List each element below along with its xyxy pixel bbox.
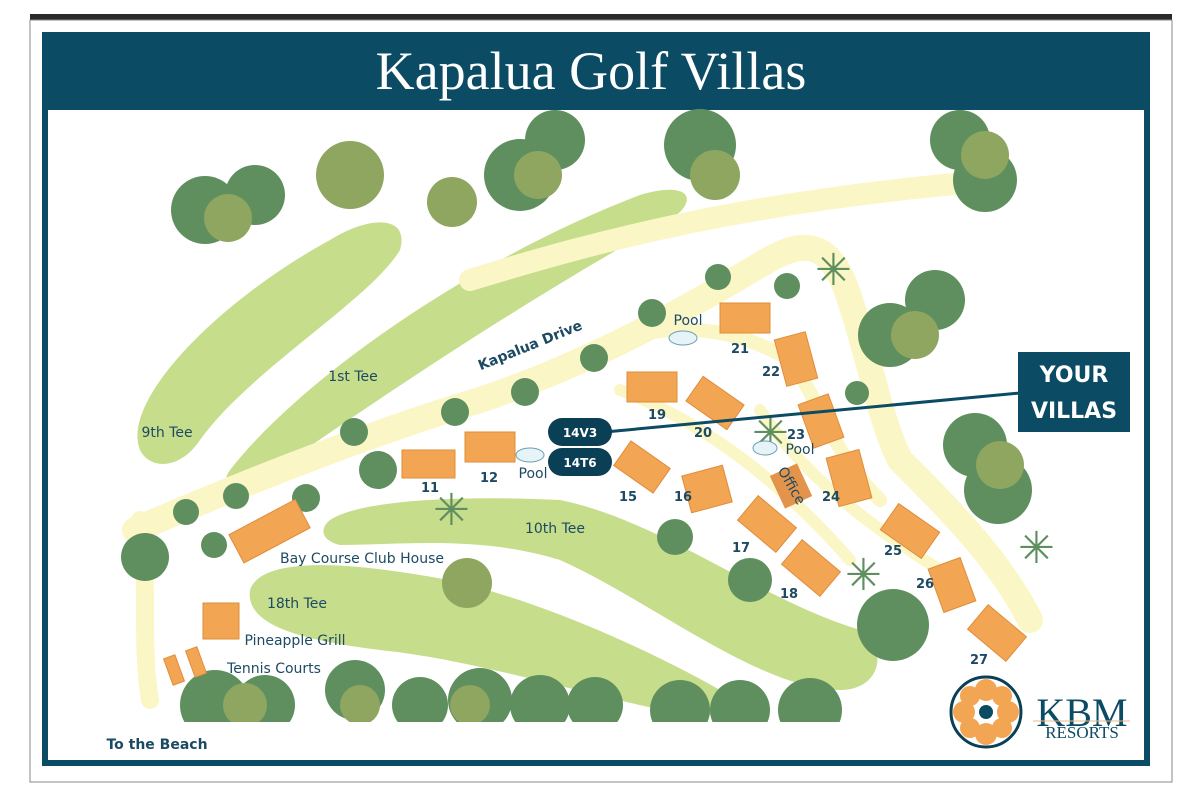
beach-label: To the Beach	[106, 737, 207, 753]
top-bar	[30, 14, 1172, 20]
svg-text:23: 23	[787, 428, 805, 443]
pool-label: Pool	[519, 466, 548, 482]
pool-label: Pool	[786, 442, 815, 458]
svg-text:✳: ✳	[433, 485, 470, 536]
pools	[515, 330, 778, 463]
svg-text:✳: ✳	[845, 550, 882, 601]
club-house-label: Bay Course Club House	[280, 551, 444, 567]
svg-text:12: 12	[480, 471, 498, 486]
svg-text:19: 19	[648, 408, 666, 423]
svg-text:RESORTS: RESORTS	[1045, 723, 1119, 742]
fairways	[137, 189, 878, 716]
villa-numbers: 11 12 15 16 17 18 19 20 21 22 23 24 25 2…	[421, 342, 988, 668]
unit-badge[interactable]: 14T6	[548, 448, 612, 476]
pool-label: Pool	[674, 313, 703, 329]
tee-label: 10th Tee	[525, 521, 585, 537]
office-building	[769, 463, 813, 509]
svg-text:14V3: 14V3	[563, 426, 597, 440]
svg-text:✳: ✳	[1018, 523, 1055, 574]
unit-badge[interactable]: 14V3	[548, 418, 612, 446]
svg-text:15: 15	[619, 490, 637, 505]
svg-text:16: 16	[674, 490, 692, 505]
kbm-logo: KBM RESORTS	[949, 675, 1130, 749]
villa-buildings	[162, 302, 1028, 686]
svg-text:18: 18	[780, 587, 798, 602]
svg-text:YOUR: YOUR	[1039, 363, 1109, 388]
tee-label: 18th Tee	[267, 596, 327, 612]
svg-text:11: 11	[421, 481, 439, 496]
tee-label: 9th Tee	[141, 425, 192, 441]
svg-text:26: 26	[916, 577, 934, 592]
svg-text:✳: ✳	[815, 245, 852, 296]
svg-text:27: 27	[970, 653, 988, 668]
svg-text:VILLAS: VILLAS	[1031, 399, 1117, 424]
grill-label: Pineapple Grill	[244, 633, 345, 649]
svg-text:22: 22	[762, 365, 780, 380]
callout-line	[604, 391, 1021, 434]
svg-text:25: 25	[884, 544, 902, 559]
svg-text:24: 24	[822, 490, 840, 505]
page-title: Kapalua Golf Villas	[376, 41, 807, 101]
svg-text:21: 21	[731, 342, 749, 357]
trees	[121, 109, 1032, 742]
tee-label: 1st Tee	[328, 369, 378, 385]
your-villas-callout: YOUR VILLAS	[1018, 352, 1130, 432]
svg-text:14T6: 14T6	[563, 456, 596, 470]
svg-text:17: 17	[732, 541, 750, 556]
tennis-label: Tennis Courts	[226, 661, 321, 677]
svg-text:20: 20	[694, 426, 712, 441]
svg-text:KBM: KBM	[1036, 690, 1127, 735]
